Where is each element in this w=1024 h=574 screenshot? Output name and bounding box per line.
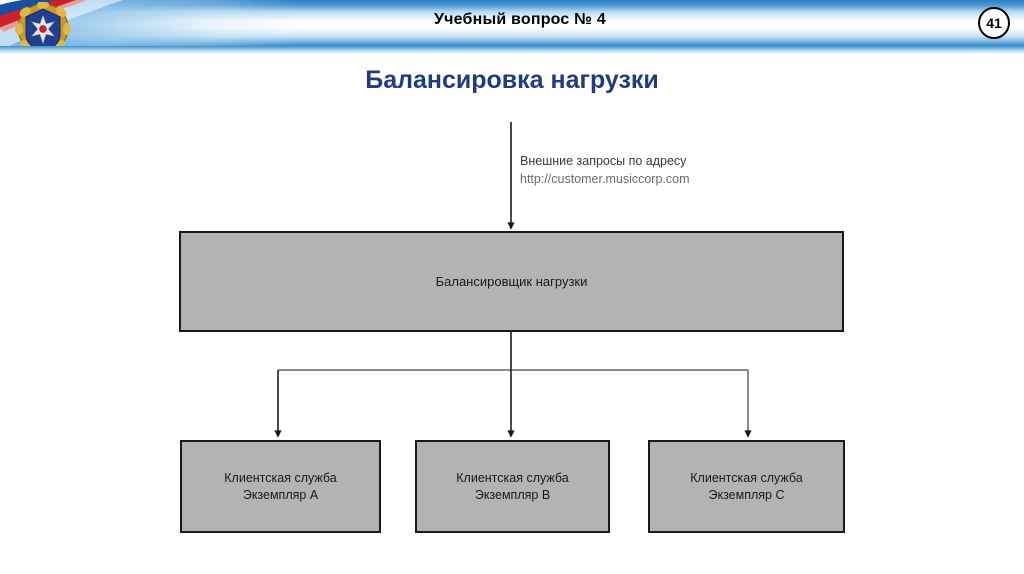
russian-mod-emblem: [0, 0, 132, 46]
connector-lines: [274, 122, 752, 438]
instance-b-line1: Клиентская служба: [456, 470, 569, 485]
instance-a-line2: Экземпляр A: [242, 487, 319, 502]
crest-icon: [15, 2, 71, 46]
instance-b-node: Клиентская служба Экземпляр B: [415, 440, 610, 533]
load-balancer-label: Балансировщик нагрузки: [435, 273, 588, 289]
slide-number-badge: 41: [978, 7, 1010, 39]
page-title: Балансировка нагрузки: [365, 66, 659, 94]
header-title: Учебный вопрос № 4: [434, 11, 606, 28]
instance-c-node: Клиентская служба Экземпляр C: [648, 440, 845, 533]
instance-c-line2: Экземпляр C: [708, 487, 785, 502]
load-balancer-node: Балансировщик нагрузки: [179, 231, 844, 332]
instance-a-node: Клиентская служба Экземпляр A: [180, 440, 381, 533]
instance-c-line1: Клиентская служба: [690, 470, 803, 485]
header-bottom-strip: [0, 46, 1024, 54]
header-banner: Учебный вопрос № 4 41: [0, 0, 1024, 46]
load-balancing-diagram: Внешние запросы по адресу http://custome…: [0, 110, 1024, 574]
external-request-url: http://customer.musiccorp.com: [520, 172, 690, 187]
instance-a-line1: Клиентская служба: [224, 470, 337, 485]
instance-b-line2: Экземпляр B: [474, 487, 551, 502]
external-request-line1: Внешние запросы по адресу: [520, 154, 687, 168]
external-request-label: Внешние запросы по адресу http://custome…: [520, 152, 690, 188]
